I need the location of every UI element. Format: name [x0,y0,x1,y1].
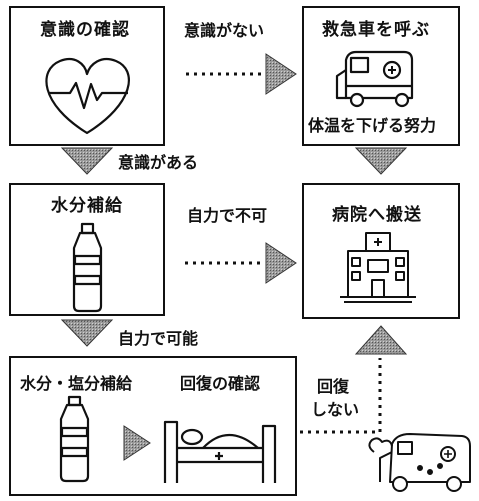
lower-temp-text: 体温を下げる努力 [308,116,437,135]
bed-icon [163,420,277,483]
arrow-down-right [354,147,408,175]
hydration-box [9,183,165,316]
unconscious-label: 意識がない [184,21,265,40]
consciousness-check-box [9,6,165,146]
not-recovered-label-2: しない [311,400,360,419]
arrow-right-middle [265,242,297,284]
ambulance-icon [335,50,414,108]
arrow-down-left-2 [60,319,114,347]
recovery-check-title: 回復の確認 [180,374,261,393]
cannot-self-label: 自力で不可 [187,206,268,225]
hospital-icon [340,232,416,303]
arrow-right-inner [123,425,151,461]
heart-icon [45,57,130,135]
conscious-label: 意識がある [118,153,199,172]
hospital-title: 病院へ搬送 [332,205,422,225]
recovery-box [9,356,297,496]
small-ambulance-icon [368,433,471,492]
can-self-label: 自力で可能 [118,329,199,348]
ambulance-box [302,6,460,146]
not-recovered-label-1: 回復 [317,377,350,396]
call-ambulance-title: 救急車を呼ぶ [322,20,430,40]
water-salt-title: 水分・塩分補給 [20,374,133,393]
hydration-title: 水分補給 [51,196,123,216]
arrow-down-left-1 [60,147,114,175]
consciousness-check-title: 意識の確認 [40,20,130,40]
arrow-up-bottom [354,325,408,355]
arrow-right-top [265,53,297,95]
salt-water-bottle-icon [59,395,90,483]
water-bottle-icon [72,222,103,313]
